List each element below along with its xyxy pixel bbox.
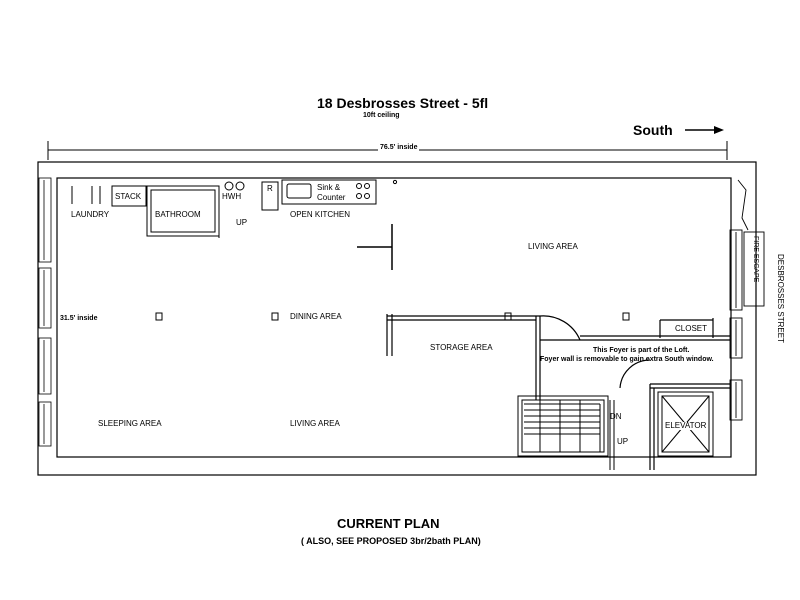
street-label: DESBROSSES STREET: [776, 254, 785, 343]
closet-label: CLOSET: [675, 324, 708, 333]
fire-escape-box: [743, 231, 765, 307]
elevator-label: ELEVATOR: [664, 421, 708, 430]
west-windows: [38, 177, 52, 447]
hwh-label: HWH: [222, 192, 242, 201]
bath-up-label: UP: [236, 218, 248, 227]
kitchen-partition: [357, 224, 393, 270]
sink-label-line2: Counter: [317, 193, 346, 202]
dining-area-label: DINING AREA: [290, 312, 342, 321]
sink-label-line1: Sink &: [317, 183, 341, 192]
foyer-walls: [619, 359, 730, 470]
stair: [517, 395, 615, 470]
width-dimension-label: 76.5' inside: [378, 144, 420, 151]
stair-up-label: UP: [617, 437, 629, 446]
east-windows: [729, 179, 765, 421]
storage-area-label: STORAGE AREA: [430, 343, 493, 352]
stair-down-label: DN: [610, 412, 622, 421]
kitchen-bath-block: [71, 179, 398, 238]
current-plan-title: CURRENT PLAN: [337, 516, 440, 531]
ceiling-note: 10ft ceiling: [363, 112, 400, 119]
depth-dimension-label: 31.5' inside: [60, 315, 98, 322]
fire-escape-label: FIRE ESCAPE: [752, 236, 759, 283]
laundry-label: LAUNDRY: [71, 210, 110, 219]
living-area-bottom-label: LIVING AREA: [290, 419, 340, 428]
refrigerator-label: R: [267, 184, 273, 193]
sleeping-area-label: SLEEPING AREA: [98, 419, 162, 428]
outer-walls: [37, 161, 757, 476]
south-label: South: [633, 122, 673, 138]
south-arrow-head: [714, 126, 724, 134]
proposed-plan-note: ( ALSO, SEE PROPOSED 3br/2bath PLAN): [301, 536, 481, 546]
stack-label: STACK: [115, 192, 142, 201]
storage-walls: [386, 314, 581, 400]
plan-title: 18 Desbrosses Street - 5fl: [317, 95, 489, 111]
living-area-top-label: LIVING AREA: [528, 242, 578, 251]
foyer-note-line1: This Foyer is part of the Loft.: [593, 347, 690, 354]
closet-walls: [580, 318, 730, 341]
open-kitchen-label: OPEN KITCHEN: [290, 210, 351, 219]
foyer-note-line2: Foyer wall is removable to gain extra So…: [540, 356, 714, 363]
bathroom-label: BATHROOM: [155, 210, 201, 219]
